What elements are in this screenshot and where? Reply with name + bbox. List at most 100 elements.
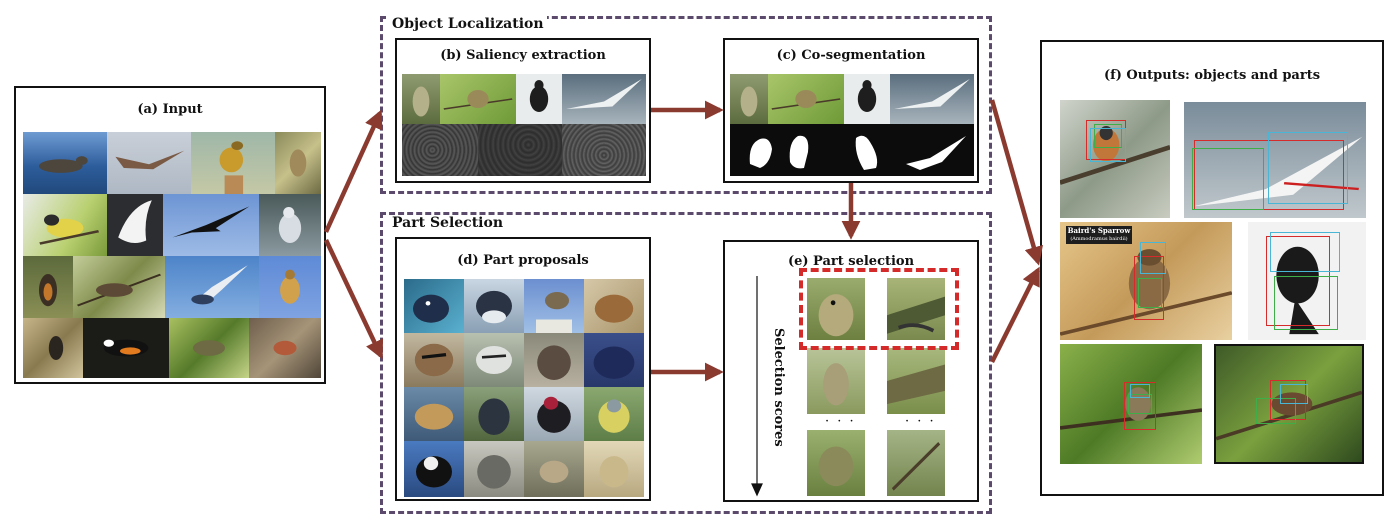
input-image bbox=[23, 318, 83, 378]
outputs-panel-title: (f) Outputs: objects and parts bbox=[1103, 68, 1321, 83]
object-bbox bbox=[1124, 382, 1156, 430]
part-bbox-cyan bbox=[1268, 132, 1348, 204]
arrow-input-to-part-proposals bbox=[323, 239, 384, 360]
part-proposal-image bbox=[524, 279, 584, 333]
coseg-mask bbox=[730, 124, 974, 176]
ellipsis-left: · · · bbox=[825, 414, 856, 429]
part-proposal-image bbox=[404, 387, 464, 441]
input-image bbox=[83, 318, 169, 378]
part-bbox-cyan bbox=[1130, 384, 1150, 398]
ellipsis-right: · · · bbox=[905, 414, 936, 429]
output-image bbox=[1248, 222, 1366, 340]
input-image bbox=[259, 256, 321, 318]
part-bbox-green bbox=[1274, 276, 1338, 330]
input-image bbox=[169, 318, 249, 378]
coseg-image bbox=[768, 74, 844, 124]
input-image bbox=[191, 132, 275, 194]
input-image bbox=[107, 194, 163, 256]
input-image bbox=[23, 132, 107, 194]
part-proposals-panel: (d) Part proposals bbox=[395, 237, 651, 501]
part-bbox-cyan bbox=[1280, 384, 1308, 404]
part-proposal-image bbox=[524, 441, 584, 497]
coseg-image bbox=[844, 74, 890, 124]
top-selection-highlight bbox=[799, 268, 959, 350]
saliency-image bbox=[516, 74, 562, 124]
sparrow-sign-line2: (Ammodramus bairdii) bbox=[1070, 236, 1128, 242]
saliency-map bbox=[562, 124, 646, 176]
part-selection-image bbox=[887, 430, 945, 496]
saliency-panel-title: (b) Saliency extraction bbox=[440, 48, 606, 63]
object-bbox bbox=[1194, 140, 1344, 210]
saliency-map bbox=[402, 124, 478, 176]
object-bbox bbox=[1270, 380, 1306, 420]
part-bbox-green bbox=[1192, 148, 1264, 210]
sparrow-sign: Baird's Sparrow (Ammodramus bairdii) bbox=[1066, 226, 1132, 244]
part-bbox-green bbox=[1094, 124, 1122, 148]
object-bbox bbox=[1266, 236, 1330, 326]
outputs-panel: (f) Outputs: objects and parts Baird's S… bbox=[1040, 40, 1384, 496]
part-selection-panel: (e) Part selection Selection scores · · … bbox=[723, 240, 979, 502]
saliency-image bbox=[562, 74, 646, 124]
output-image bbox=[1060, 344, 1202, 464]
part-bbox-green bbox=[1256, 398, 1296, 424]
input-image bbox=[259, 194, 321, 256]
input-image bbox=[107, 132, 191, 194]
output-image bbox=[1214, 344, 1364, 464]
input-panel: (a) Input bbox=[14, 86, 326, 384]
part-proposal-image bbox=[524, 387, 584, 441]
part-proposal-image bbox=[464, 441, 524, 497]
input-image bbox=[163, 194, 259, 256]
input-image-grid bbox=[23, 132, 321, 378]
output-image bbox=[1060, 100, 1170, 218]
input-image bbox=[23, 194, 107, 256]
part-bbox-green bbox=[1128, 394, 1152, 414]
part-bbox-cyan bbox=[1270, 232, 1340, 272]
coseg-image bbox=[890, 74, 974, 124]
selection-scores-arrowhead bbox=[751, 483, 763, 497]
part-selection-image bbox=[887, 348, 945, 414]
part-bbox-cyan bbox=[1090, 128, 1126, 162]
part-proposal-image bbox=[584, 333, 644, 387]
input-image bbox=[275, 132, 321, 194]
saliency-map bbox=[478, 124, 562, 176]
saliency-image bbox=[440, 74, 516, 124]
saliency-panel: (b) Saliency extraction bbox=[395, 38, 651, 183]
part-proposal-image bbox=[584, 387, 644, 441]
input-image bbox=[249, 318, 321, 378]
part-proposal-image bbox=[464, 333, 524, 387]
input-image bbox=[165, 256, 259, 318]
part-proposal-image bbox=[404, 333, 464, 387]
arrow-localization-to-outputs bbox=[989, 99, 1043, 266]
part-proposal-image bbox=[404, 279, 464, 333]
part-proposal-image bbox=[404, 441, 464, 497]
input-image bbox=[73, 256, 165, 318]
part-proposal-image bbox=[464, 279, 524, 333]
part-proposals-grid bbox=[404, 279, 644, 497]
cosegmentation-panel: (c) Co-segmentation bbox=[723, 38, 979, 183]
part-selection-panel-title: (e) Part selection bbox=[787, 254, 915, 269]
part-proposal-image bbox=[584, 441, 644, 497]
selection-scores-label: Selection scores bbox=[771, 328, 786, 447]
part-selection-group: Part Selection bbox=[380, 212, 992, 514]
part-selection-image bbox=[807, 278, 865, 340]
part-proposal-image bbox=[584, 279, 644, 333]
arrow-input-to-saliency bbox=[323, 109, 383, 233]
object-localization-group: Object Localization bbox=[380, 16, 992, 194]
part-proposal-image bbox=[524, 333, 584, 387]
part-selection-image bbox=[807, 348, 865, 414]
cosegmentation-panel-title: (c) Co-segmentation bbox=[776, 48, 926, 63]
input-panel-title: (a) Input bbox=[137, 102, 203, 117]
saliency-image bbox=[402, 74, 440, 124]
part-proposals-panel-title: (d) Part proposals bbox=[457, 253, 589, 268]
output-image: Baird's Sparrow (Ammodramus bairdii) bbox=[1060, 222, 1232, 340]
part-bbox-green bbox=[1138, 278, 1162, 308]
coseg-image bbox=[730, 74, 768, 124]
output-image bbox=[1184, 102, 1366, 218]
part-selection-image bbox=[807, 430, 865, 496]
object-localization-title: Object Localization bbox=[389, 16, 547, 32]
arrow-selection-to-outputs bbox=[989, 266, 1041, 364]
object-bbox bbox=[1134, 256, 1164, 320]
sparrow-sign-line1: Baird's Sparrow bbox=[1067, 226, 1131, 235]
part-proposal-image bbox=[464, 387, 524, 441]
part-bbox-cyan bbox=[1140, 242, 1166, 274]
